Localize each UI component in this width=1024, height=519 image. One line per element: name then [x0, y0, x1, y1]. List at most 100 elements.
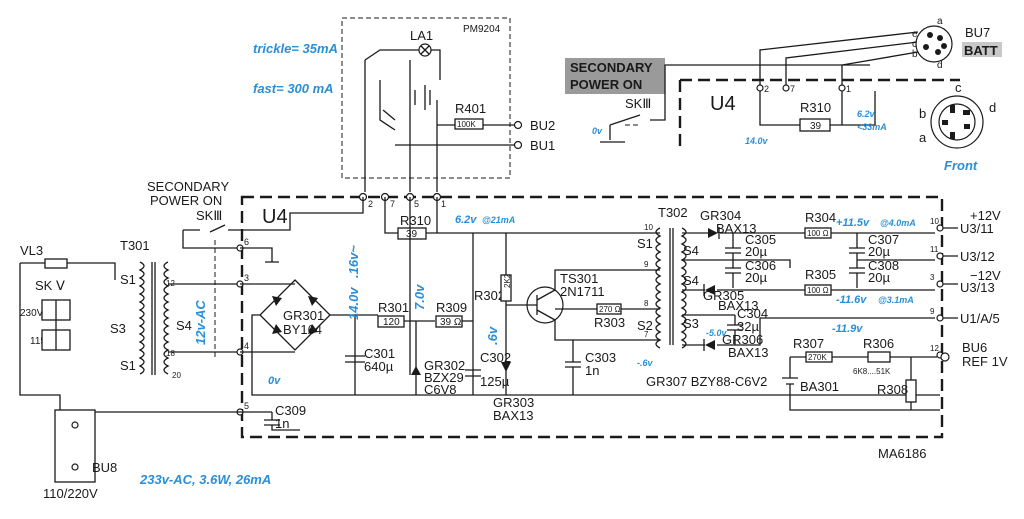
svg-text:R309: R309 [436, 300, 467, 315]
svg-text:R306: R306 [863, 336, 894, 351]
svg-text:BY164: BY164 [283, 322, 322, 337]
svg-text:20: 20 [172, 371, 181, 380]
svg-text:BAX13: BAX13 [493, 408, 533, 423]
svg-text:-11.6v: -11.6v [836, 294, 867, 306]
svg-text:U3/13: U3/13 [960, 280, 995, 295]
svg-text:S1: S1 [637, 236, 653, 251]
svg-text:2N1711: 2N1711 [560, 284, 605, 299]
svg-text:39: 39 [406, 229, 418, 240]
pm9204-boundary [341, 17, 511, 179]
batt-label: BATT [964, 43, 998, 58]
svg-text:12: 12 [166, 279, 175, 288]
svg-text:S3: S3 [683, 316, 699, 331]
svg-text:R303: R303 [594, 315, 625, 330]
svg-text:b: b [919, 106, 926, 121]
r310-top-label: R310 [800, 100, 831, 115]
svg-text:BZX29: BZX29 [424, 370, 464, 385]
svg-text:S1: S1 [120, 272, 136, 287]
svg-text:S4: S4 [176, 318, 192, 333]
svg-text:.6v: .6v [485, 326, 500, 345]
svg-text:270K: 270K [808, 353, 827, 362]
svg-text:−12V: −12V [970, 268, 1001, 283]
svg-text:14.0v: 14.0v [745, 136, 769, 146]
svg-text:18: 18 [166, 349, 175, 358]
sk3-left-label: SKⅢ [196, 208, 222, 223]
svg-text:C301: C301 [364, 346, 395, 361]
svg-text:120: 120 [383, 317, 400, 328]
svg-text:c: c [912, 39, 917, 50]
svg-text:TS301: TS301 [560, 271, 598, 286]
svg-text:C309: C309 [275, 403, 306, 418]
svg-text:c: c [955, 80, 962, 95]
u4-top-label: U4 [710, 93, 736, 115]
svg-text:7.0v: 7.0v [412, 284, 427, 310]
la1-label: LA1 [410, 28, 433, 43]
svg-text:230V: 230V [20, 308, 44, 319]
svg-text:e: e [912, 29, 918, 40]
svg-text:20µ: 20µ [868, 270, 890, 285]
svg-text:GR307 BZY88-C6V2: GR307 BZY88-C6V2 [646, 374, 767, 389]
svg-text:7: 7 [644, 330, 649, 339]
svg-text:@4.0mA: @4.0mA [880, 218, 916, 228]
svg-text:R301: R301 [378, 300, 409, 315]
fast-annotation: fast= 300 mA [253, 81, 334, 96]
svg-text:R302: R302 [474, 288, 505, 303]
svg-text:a: a [919, 130, 927, 145]
u4-main-label: U4 [262, 206, 288, 228]
svg-text:12: 12 [930, 344, 939, 353]
svg-text:BU8: BU8 [92, 460, 117, 475]
svg-text:SECONDARY: SECONDARY [147, 179, 229, 194]
svg-text:C305: C305 [745, 232, 776, 247]
svg-text:GR304: GR304 [700, 208, 741, 223]
bu7-connector-icon [915, 25, 953, 63]
svg-text:6: 6 [244, 237, 249, 247]
svg-text:@3.1mA: @3.1mA [878, 295, 914, 305]
front-caption: Front [944, 158, 978, 173]
svg-text:GR301: GR301 [283, 308, 324, 323]
svg-text:640µ: 640µ [364, 359, 394, 374]
mains-annotation: 233v-AC, 3.6W, 26mA [139, 472, 271, 487]
sk3-top-label: SKⅢ [625, 96, 651, 111]
gr301-bridge [259, 279, 331, 351]
svg-text:0v: 0v [592, 126, 603, 136]
svg-text:R308: R308 [877, 382, 908, 397]
svg-text:+11.5v: +11.5v [836, 217, 870, 229]
svg-text:U3/11: U3/11 [960, 221, 994, 236]
svg-text:b: b [912, 49, 918, 60]
pm9204-label: PM9204 [463, 24, 501, 35]
svg-text:GR303: GR303 [493, 395, 534, 410]
svg-text:1n: 1n [585, 363, 599, 378]
svg-text:2: 2 [764, 84, 769, 94]
svg-text:10: 10 [644, 223, 653, 232]
svg-text:d: d [937, 60, 943, 71]
svg-text:125µ: 125µ [480, 374, 510, 389]
svg-text:1: 1 [441, 199, 446, 209]
svg-text:5: 5 [414, 199, 419, 209]
svg-text:C308: C308 [868, 258, 899, 273]
bu1-jack [513, 140, 523, 150]
svg-text:1: 1 [846, 84, 851, 94]
drawing-number: MA6186 [878, 446, 926, 461]
svg-text:20µ: 20µ [745, 244, 767, 259]
svg-text:S4: S4 [683, 243, 699, 258]
sk5-label: SK Ⅴ [35, 278, 65, 293]
svg-text:20µ: 20µ [868, 244, 890, 259]
svg-text:@21mA: @21mA [482, 215, 515, 225]
svg-text:REF 1V: REF 1V [962, 354, 1008, 369]
svg-text:8: 8 [644, 299, 649, 308]
r310-main-label: R310 [400, 213, 431, 228]
svg-text:-.6v: -.6v [637, 358, 654, 368]
svg-text:-5.0v: -5.0v [706, 328, 728, 338]
t302-label: T302 [658, 205, 688, 220]
bu2-jack [513, 120, 523, 130]
svg-text:C304: C304 [737, 306, 768, 321]
t301-label: T301 [120, 238, 150, 253]
bu2-label: BU2 [530, 118, 555, 133]
svg-text:S3: S3 [110, 321, 126, 336]
svg-text:S1: S1 [120, 358, 136, 373]
svg-text:+12V: +12V [970, 208, 1001, 223]
svg-text:5: 5 [244, 401, 249, 411]
svg-text:2: 2 [368, 199, 373, 209]
svg-text:7: 7 [790, 84, 795, 94]
